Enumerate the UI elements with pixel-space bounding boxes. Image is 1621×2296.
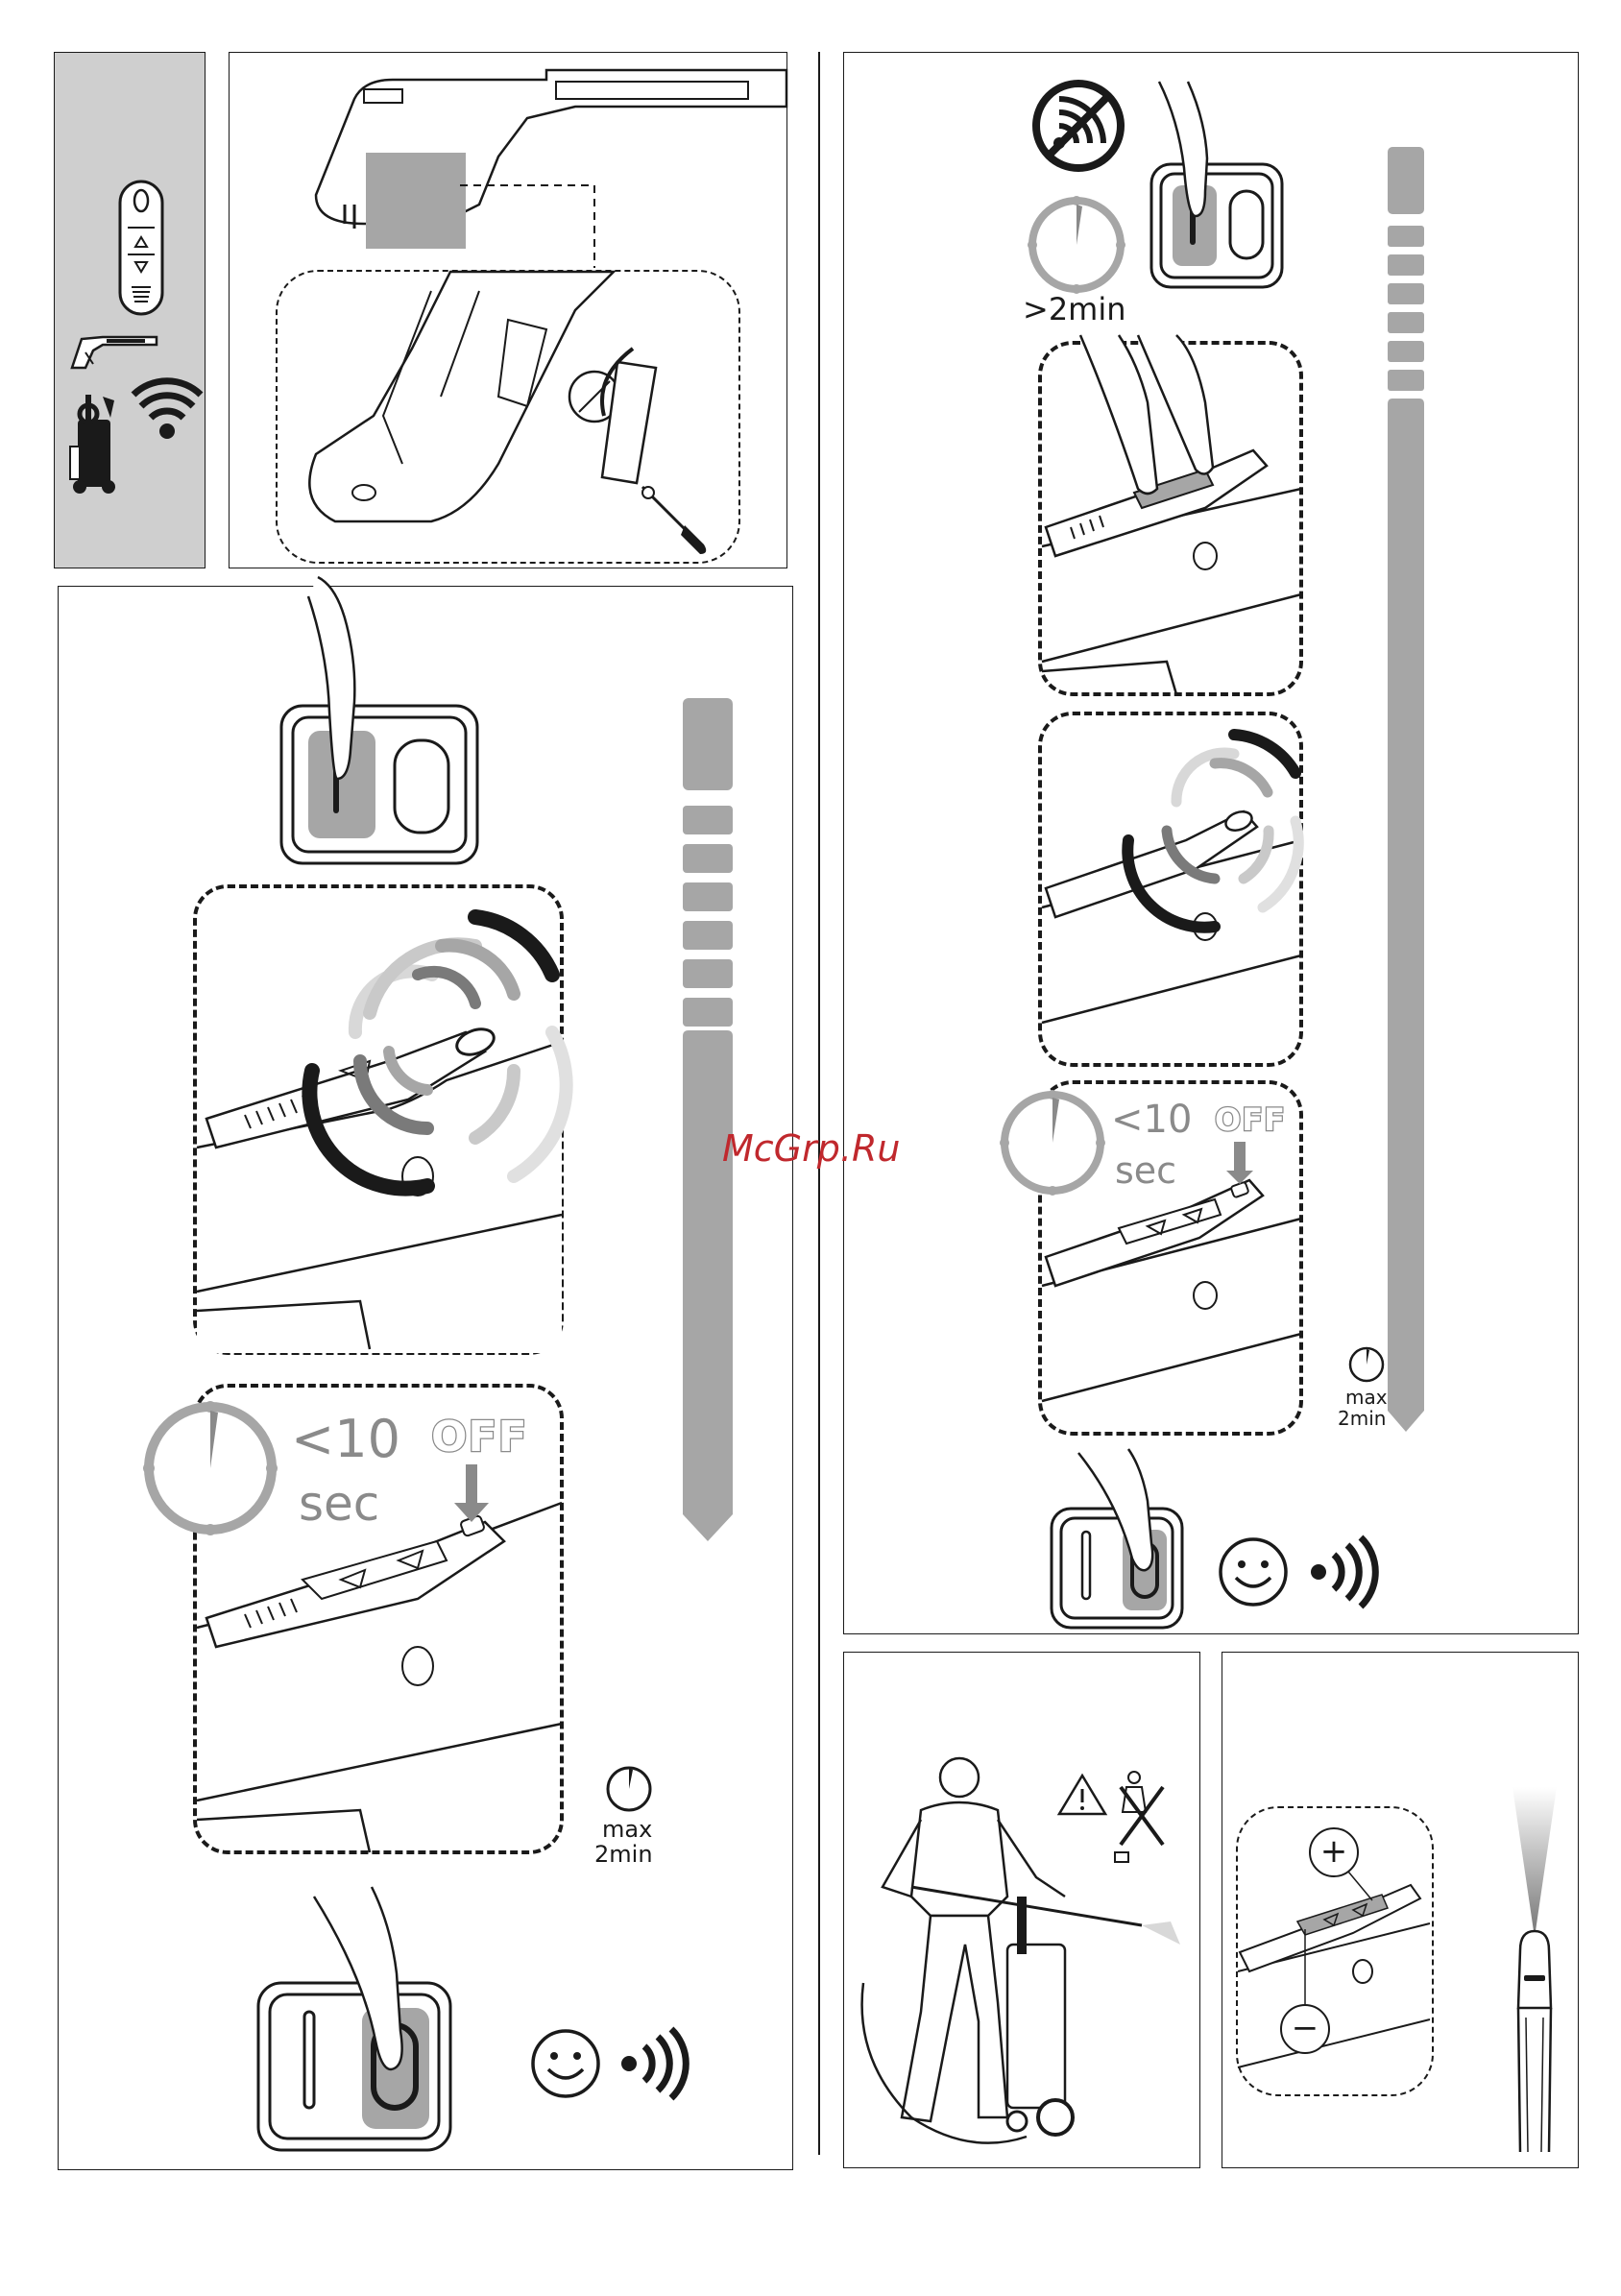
stopwatch-icon [141, 1399, 279, 1537]
vibrating-remote-callout [193, 884, 564, 1355]
pressure-adjust-panel: + − [1222, 1652, 1579, 2168]
two-button-press-callout [1038, 341, 1303, 696]
max-time-right: 2min [1338, 1407, 1386, 1430]
cover-plate [594, 358, 662, 493]
minus-button[interactable]: − [1280, 2004, 1330, 2054]
plus-symbol: + [1320, 1832, 1348, 1871]
vibrating-remote-callout-right [1038, 712, 1303, 1067]
off-label-right: OFF [1215, 1101, 1286, 1138]
countdown-unit-right: sec [1115, 1149, 1176, 1192]
countdown-value-left: <10 [291, 1409, 400, 1469]
minus-symbol: − [1292, 2009, 1319, 2047]
smiley-icon-right [1217, 1535, 1290, 1608]
nozzle-icon [1511, 1787, 1559, 2162]
max-time-left: 2min [594, 1841, 653, 1868]
smiley-icon [529, 2027, 602, 2100]
plus-button[interactable]: + [1309, 1827, 1359, 1877]
off-label-left: OFF [431, 1413, 528, 1462]
device-overview-panel [54, 52, 206, 568]
max-label-right: max [1345, 1386, 1388, 1409]
progress-bar-right [1388, 147, 1426, 1434]
timeout-label: >2min [1023, 291, 1126, 327]
button-press-step [279, 587, 500, 865]
connector-line [460, 183, 614, 270]
spray-gun-icon [64, 329, 160, 372]
screwdriver-icon [639, 483, 715, 560]
max-label-left: max [602, 1816, 652, 1843]
pressure-washer-icon [64, 389, 124, 495]
progress-bar-left [683, 698, 735, 1543]
small-stopwatch-icon [604, 1764, 654, 1814]
countdown-unit-left: sec [299, 1476, 379, 1532]
stopwatch-icon-right [1000, 1090, 1105, 1196]
watermark-text: McGrp.Ru [722, 1127, 900, 1170]
column-divider [818, 52, 820, 2155]
remote-vibration-drawing-right [1042, 715, 1301, 1065]
warning-icon [1057, 1768, 1182, 1873]
battery-detail-callout [276, 270, 740, 564]
remote-vibration-drawing [197, 888, 562, 1353]
pairing-steps-panel: <10 sec OFF max 2min [58, 586, 793, 2170]
small-stopwatch-icon-right [1347, 1345, 1386, 1384]
no-signal-icon [1030, 78, 1126, 174]
remote-control-icon [118, 180, 164, 316]
pressure-remote-callout: + − [1236, 1806, 1434, 2096]
battery-replacement-panel [229, 52, 787, 568]
signal-waves-icon-right [1309, 1535, 1376, 1608]
signal-waves-icon [619, 2027, 687, 2100]
two-button-press-drawing [1042, 345, 1301, 694]
final-button-press [256, 1897, 468, 2175]
button-press-step-right [1149, 72, 1294, 302]
final-button-press-right [1050, 1453, 1203, 1635]
wifi-icon [133, 379, 201, 443]
operator-usage-panel [843, 1652, 1200, 2168]
repairing-steps-panel: >2min [843, 52, 1579, 1634]
countdown-value-right: <10 [1111, 1098, 1192, 1142]
stopwatch-timeout-icon [1027, 195, 1126, 295]
